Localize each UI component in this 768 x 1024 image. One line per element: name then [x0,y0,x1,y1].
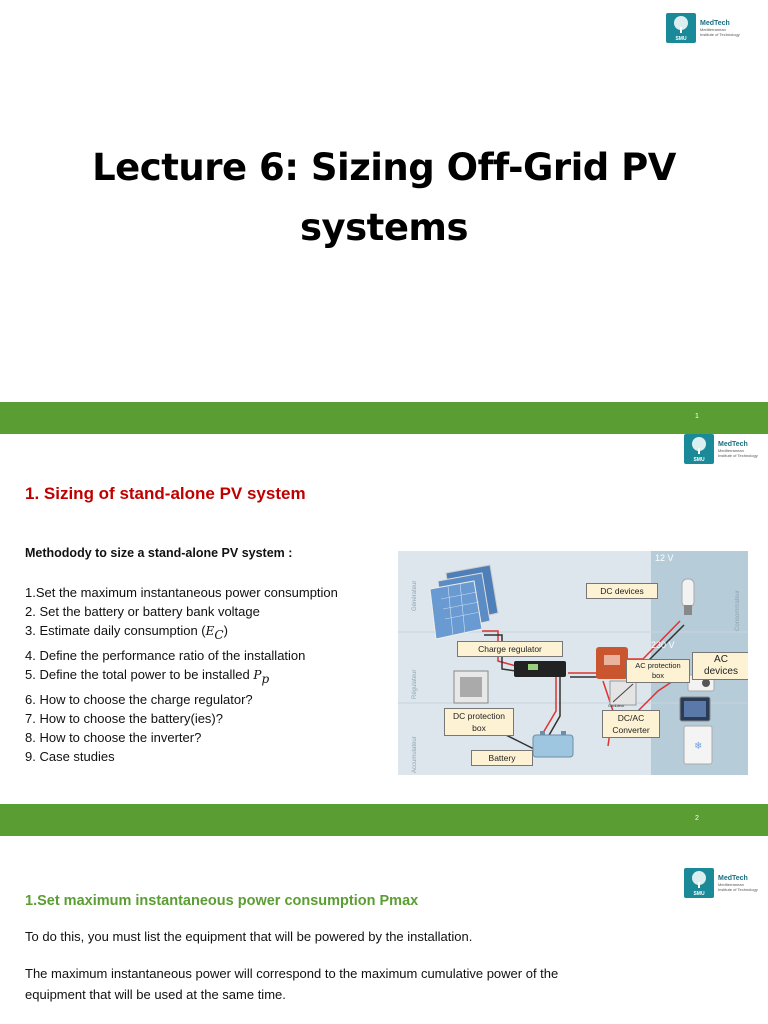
side-label-consumer: Consommateur [735,589,741,631]
paragraph-1: To do this, you must list the equipment … [25,929,473,944]
label-onduleur: Onduleur [608,703,625,708]
list-item: 3. Estimate daily consumption (EC) [25,623,228,642]
paragraph-2: The maximum instantaneous power will cor… [25,963,558,1005]
section-heading: 1.Set maximum instantaneous power consum… [25,893,419,909]
slide-2: SMU MedTech Mediterranean Institute of T… [0,434,768,836]
logo-name: MedTech [718,440,748,448]
list-item: 1.Set the maximum instantaneous power co… [25,585,338,600]
label-dc-ac-converter: DC/AC Converter [602,710,660,738]
medtech-logo: SMU MedTech Mediterranean Institute of T… [666,13,740,43]
list-item: 9. Case studies [25,748,115,764]
medtech-logo: SMU MedTech Mediterranean Institute of T… [684,434,758,464]
logo-name: MedTech [700,19,730,27]
pv-system-diagram: ❄ 12 V 230 V Générateur Régulateur Accum… [398,551,748,775]
logo-subtitle-1: Mediterranean [718,881,744,887]
list-item: 4. Define the performance ratio of the i… [25,647,306,663]
tree-logo-icon: SMU [666,13,696,43]
side-label-regulator: Régulateur [412,669,418,699]
section-title: 1. Sizing of stand-alone PV system [25,484,306,503]
tree-logo-icon: SMU [684,434,714,464]
side-label-accumulator: Accumulateur [412,736,418,773]
logo-subtitle-1: Mediterranean [718,447,744,453]
lamp-icon [681,578,695,608]
steps-list: 1.Set the maximum instantaneous power co… [25,583,338,766]
charge-regulator-icon [514,661,566,677]
logo-name: MedTech [718,874,748,882]
label-dc-devices: DC devices [586,583,658,599]
label-charge-regulator: Charge regulator [457,641,563,657]
label-battery: Battery [471,750,533,766]
page-number: 2 [695,815,699,822]
lecture-title-line-1: Lecture 6: Sizing Off-Grid PV [92,146,676,189]
slide-1: SMU MedTech Mediterranean Institute of T… [0,0,768,434]
list-item: 8. How to choose the inverter? [25,729,202,745]
tree-logo-icon: SMU [684,868,714,898]
label-dc-protection-box: DC protection box [444,708,514,736]
list-item: 6. How to choose the charge regulator? [25,691,253,707]
voltage-dc-label: 12 V [655,553,674,563]
paragraph-2-line-1: The maximum instantaneous power will cor… [25,966,559,981]
solar-panel-icon [429,564,499,640]
side-label-generator: Générateur [412,580,418,611]
paragraph-2-line-2: equipment that will be used at the same … [25,987,286,1002]
label-ac-devices: AC devices [692,652,748,680]
battery-icon [532,734,574,758]
logo-subtitle-2: Institute of Technology [700,31,740,37]
list-item: 7. How to choose the battery(ies)? [25,710,223,726]
page-number: 1 [695,413,699,420]
logo-subtitle-2: Institute of Technology [718,452,758,458]
lecture-title-line-2: systems [299,206,469,249]
lecture-title: Lecture 6: Sizing Off-Grid PV systems [0,138,768,258]
slide-footer-bar: 2 [0,804,768,836]
medtech-logo: SMU MedTech Mediterranean Institute of T… [684,868,758,898]
svg-text:❄: ❄ [694,741,702,752]
list-item: 5. Define the total power to be installe… [25,666,270,686]
slide-footer-bar: 1 [0,402,768,434]
list-item: 2. Set the battery or battery bank volta… [25,604,260,620]
voltage-ac-label: 230 V [651,640,675,650]
slide-3: SMU MedTech Mediterranean Institute of T… [0,836,768,1024]
logo-subtitle-2: Institute of Technology [718,886,758,892]
logo-subtitle-1: Mediterranean [700,26,726,32]
fridge-icon [683,725,713,765]
label-ac-protection-box: AC protection box [626,659,690,683]
methodology-heading: Methodody to size a stand-alone PV syste… [25,546,293,560]
